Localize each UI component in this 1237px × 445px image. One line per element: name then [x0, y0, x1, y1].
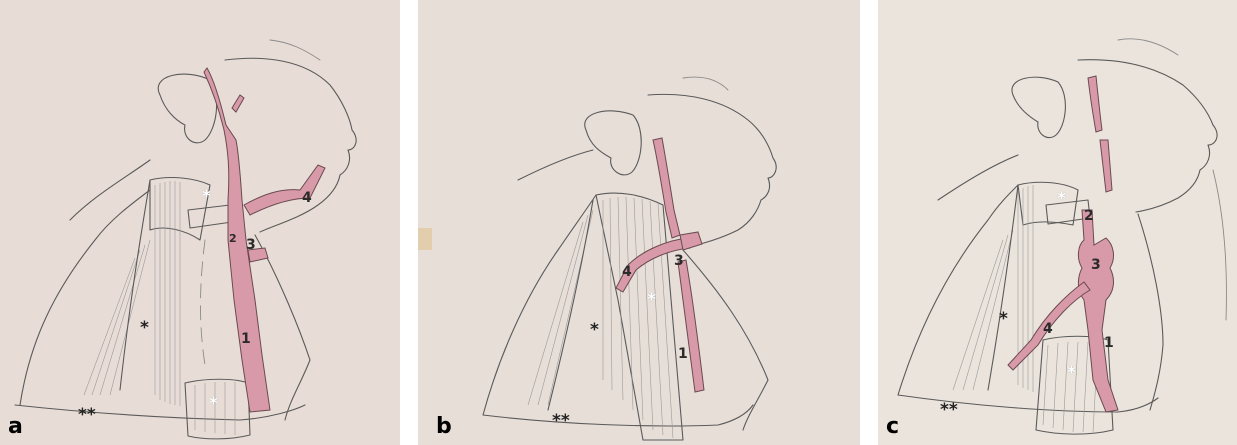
panel-c-drawing: [878, 0, 1237, 445]
panel-a-drawing: [0, 0, 400, 445]
label-4: 4: [1043, 322, 1053, 336]
label-4: 4: [302, 191, 312, 205]
marker-single: *: [999, 311, 1008, 328]
tape-mark: [418, 228, 432, 250]
panel-letter-c: c: [886, 416, 899, 438]
panel-a: 4 2 3 1 * * * ** a: [0, 0, 400, 445]
panel-letter-b: b: [436, 416, 452, 438]
marker-white-lower: *: [209, 396, 218, 413]
label-1: 1: [241, 332, 251, 346]
label-1: 1: [1104, 336, 1114, 350]
marker-white-lower: *: [1067, 365, 1076, 382]
label-1: 1: [678, 347, 688, 361]
marker-double: **: [940, 402, 958, 419]
label-2: 2: [229, 233, 237, 244]
paper-background: [418, 0, 860, 445]
marker-double: **: [78, 407, 96, 424]
panel-b-drawing: [418, 0, 860, 445]
panel-c: 2 3 4 1 * * * ** c: [878, 0, 1237, 445]
label-3: 3: [674, 254, 684, 268]
label-2: 2: [1084, 209, 1094, 223]
marker-single: *: [140, 320, 149, 337]
panel-letter-a: a: [8, 416, 23, 438]
marker-double: **: [552, 413, 570, 430]
label-3: 3: [246, 238, 256, 252]
label-3: 3: [1091, 258, 1101, 272]
marker-white-upper: *: [1057, 191, 1066, 208]
marker-white: *: [647, 292, 656, 309]
label-4: 4: [622, 265, 632, 279]
marker-white-upper: *: [202, 189, 211, 206]
panel-b: 4 3 1 * * ** b: [418, 0, 860, 445]
marker-single: *: [590, 322, 599, 339]
paper-background: [0, 0, 400, 445]
